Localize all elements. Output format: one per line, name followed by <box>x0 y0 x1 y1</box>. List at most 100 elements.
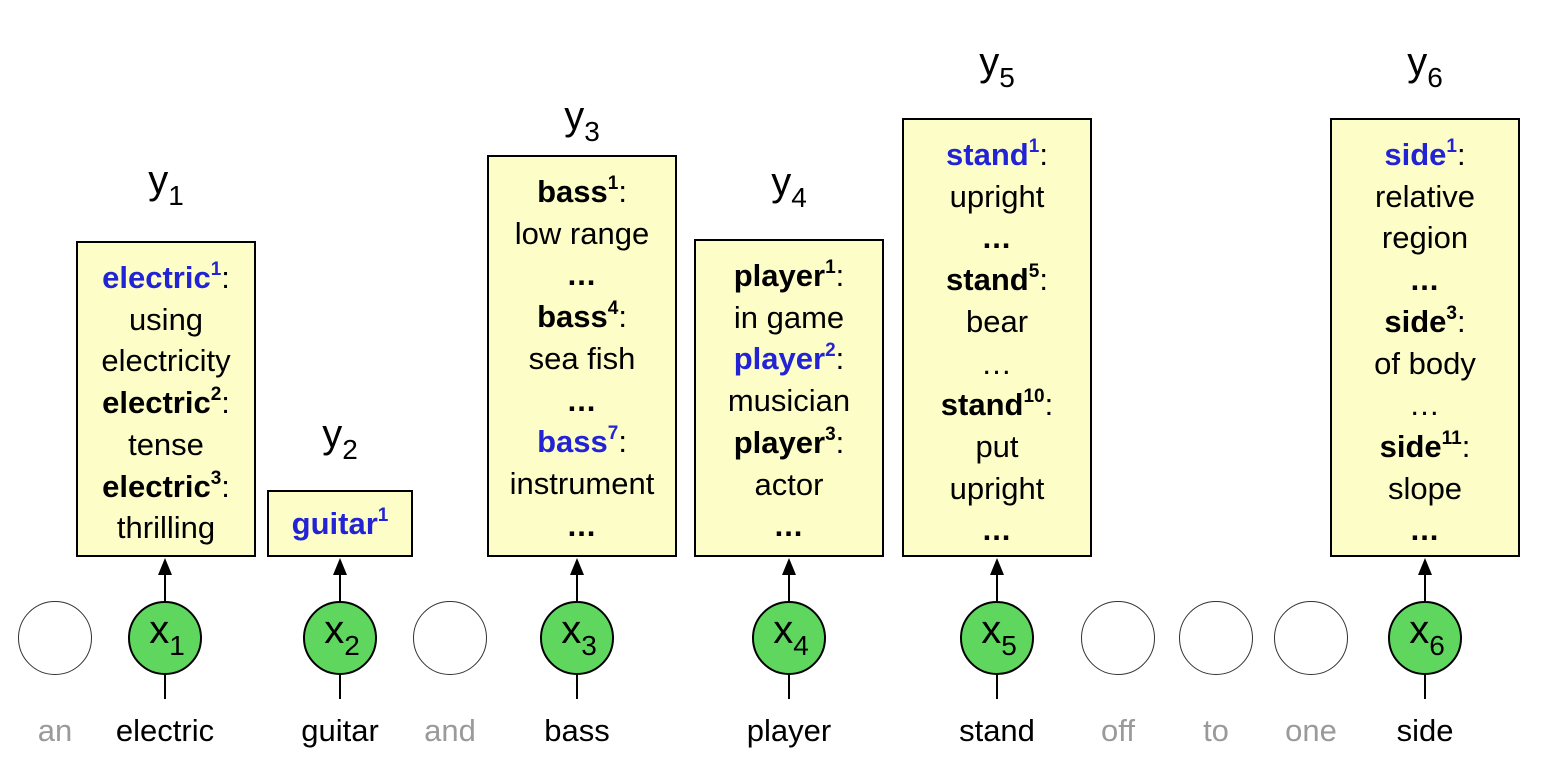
ellipsis: … <box>1409 387 1441 423</box>
sense-colon: : <box>1039 137 1048 172</box>
sense-label: bass4: <box>537 296 627 338</box>
output-label: y3 <box>564 96 600 152</box>
input-word: electric <box>115 713 215 748</box>
selected-sense: side1: <box>1384 134 1465 176</box>
output-var: y <box>322 412 343 456</box>
ellipsis: ... <box>567 257 597 293</box>
sense-colon: : <box>618 174 627 209</box>
arrow-head-icon <box>782 558 796 575</box>
sense-label: stand10: <box>941 384 1053 426</box>
output-index: 4 <box>791 182 807 213</box>
output-var: y <box>771 160 792 204</box>
input-word: guitar <box>301 713 379 748</box>
sense-number: 11 <box>1441 427 1462 449</box>
sense-number: 10 <box>1023 386 1045 408</box>
input-node-label: x3 <box>561 610 597 666</box>
sense-number: 3 <box>210 467 222 489</box>
input-word: to <box>1203 713 1229 748</box>
empty-node <box>1081 601 1155 675</box>
sense-gloss: bear <box>965 303 1029 339</box>
arrow-head-icon <box>570 558 584 575</box>
ellipsis: ... <box>982 220 1012 256</box>
selected-sense: electric1: <box>102 257 230 299</box>
output-index: 2 <box>342 434 358 465</box>
selected-sense: guitar1 <box>292 503 389 545</box>
word-connector-line <box>164 675 166 699</box>
output-label: y1 <box>148 160 184 216</box>
sense-gloss: using <box>128 301 204 337</box>
sense-colon: : <box>221 260 230 295</box>
sense-gloss: slope <box>1387 470 1463 506</box>
sense-colon: : <box>1461 428 1471 464</box>
arrow-shaft <box>788 571 790 601</box>
sense-gloss: thrilling <box>116 510 216 546</box>
output-index: 1 <box>168 180 184 211</box>
input-node-label: x6 <box>1409 610 1445 666</box>
sense-gloss: region <box>1381 220 1469 256</box>
sense-box: bass1:low range...bass4:sea fish...bass7… <box>487 155 677 557</box>
sense-label: bass1: <box>537 171 627 213</box>
ellipsis: ... <box>567 507 597 543</box>
input-node-label: x4 <box>773 610 809 666</box>
empty-node <box>413 601 487 675</box>
input-word: off <box>1101 713 1135 748</box>
arrow-shaft <box>996 571 998 601</box>
input-node-var: x <box>149 608 170 652</box>
arrow-head-icon <box>158 558 172 575</box>
sense-word: player <box>733 258 826 293</box>
sense-label: stand5: <box>946 259 1048 301</box>
sense-number: 1 <box>377 504 389 526</box>
sense-gloss: put <box>975 428 1019 464</box>
sense-number: 3 <box>1446 302 1457 324</box>
sense-word: side <box>1379 428 1442 464</box>
sense-label: side3: <box>1384 301 1465 343</box>
input-node-index: 6 <box>1429 630 1445 661</box>
sense-label: electric2: <box>102 382 230 424</box>
output-label: y6 <box>1407 42 1443 98</box>
sense-gloss: instrument <box>509 465 655 501</box>
sense-word: bass <box>537 174 608 209</box>
sense-number: 1 <box>210 259 222 280</box>
input-node-index: 2 <box>344 630 360 661</box>
sense-number: 2 <box>210 384 222 406</box>
sense-word: stand <box>940 387 1024 423</box>
output-var: y <box>1407 40 1428 84</box>
sense-word: electric <box>102 468 211 504</box>
sense-number: 5 <box>1028 261 1040 283</box>
sense-word: bass <box>537 299 608 335</box>
sense-label: player1: <box>734 255 845 297</box>
selected-sense: stand1: <box>946 134 1048 176</box>
sense-gloss: sea fish <box>528 340 636 376</box>
empty-node <box>18 601 92 675</box>
arrow-shaft <box>1424 571 1426 601</box>
selected-sense: bass7: <box>537 421 627 463</box>
sense-number: 1 <box>825 257 836 278</box>
sense-colon: : <box>1039 262 1048 298</box>
sense-gloss: musician <box>727 383 851 419</box>
input-node-label: x2 <box>324 610 360 666</box>
word-connector-line <box>339 675 341 699</box>
input-word: bass <box>544 713 610 748</box>
output-var: y <box>564 94 585 138</box>
input-node-label: x5 <box>981 610 1017 666</box>
input-node: x3 <box>540 601 614 675</box>
sense-word: stand <box>946 262 1029 298</box>
sense-word: stand <box>946 137 1029 172</box>
sense-word: player <box>733 341 826 377</box>
sense-colon: : <box>221 385 230 421</box>
sense-gloss: tense <box>128 426 204 462</box>
sense-number: 1 <box>607 173 619 194</box>
input-word: player <box>746 713 832 748</box>
sense-word: bass <box>537 424 608 460</box>
sense-gloss: relative <box>1375 178 1475 214</box>
sense-colon: : <box>618 299 627 335</box>
output-index: 6 <box>1427 62 1443 93</box>
sense-colon: : <box>1044 387 1054 423</box>
input-node-index: 1 <box>169 630 185 661</box>
sense-gloss: upright <box>949 178 1045 214</box>
output-var: y <box>979 40 1000 84</box>
sense-box: guitar1 <box>267 490 413 557</box>
